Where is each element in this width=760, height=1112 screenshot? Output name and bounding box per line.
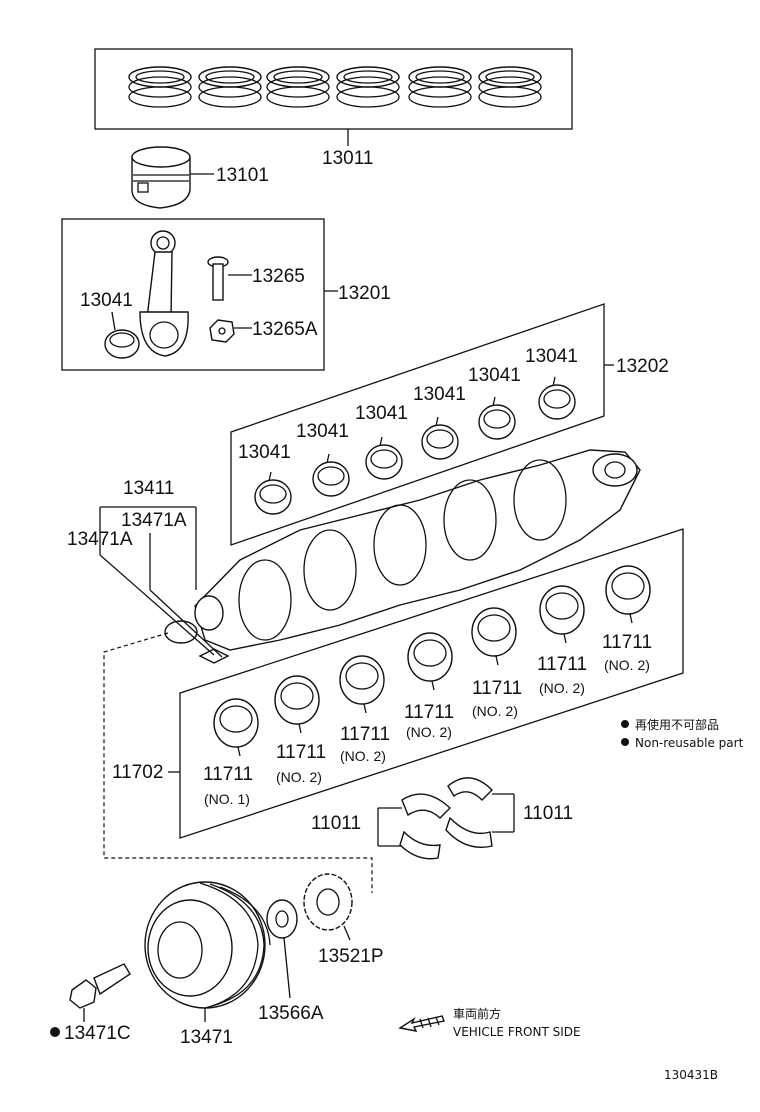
label-13041-set-6[interactable]: 13041 <box>525 346 578 367</box>
rod-bearing-6[interactable] <box>538 376 576 420</box>
legend-jp: 再使用不可部品 <box>635 717 719 732</box>
main-bearing-2[interactable] <box>274 675 320 734</box>
label-no2-f: (NO. 2) <box>604 657 650 673</box>
label-13265[interactable]: 13265 <box>252 266 305 287</box>
rod-bearing-5[interactable] <box>478 396 516 440</box>
rod-bolt[interactable] <box>207 256 252 301</box>
label-13041-set-3[interactable]: 13041 <box>355 403 408 424</box>
label-11711-2[interactable]: 11711 <box>276 742 326 763</box>
label-no1: (NO. 1) <box>204 791 250 807</box>
label-13471[interactable]: 13471 <box>180 1027 233 1048</box>
piston-ring-1 <box>128 66 192 108</box>
crankshaft[interactable] <box>164 449 641 664</box>
diagram-id: 130431B <box>664 1068 718 1082</box>
label-13041-set-5[interactable]: 13041 <box>468 365 521 386</box>
dashed-leader <box>103 632 373 893</box>
label-no2-d: (NO. 2) <box>472 703 518 719</box>
rod-bearing-2[interactable] <box>312 453 350 497</box>
label-13041-set-4[interactable]: 13041 <box>413 384 466 405</box>
main-bearing-6[interactable] <box>539 585 585 644</box>
label-13202[interactable]: 13202 <box>616 356 669 377</box>
main-bearing-4[interactable] <box>407 632 453 691</box>
rod-bearing-1[interactable] <box>254 471 292 515</box>
label-no2-a: (NO. 2) <box>276 769 322 785</box>
label-13521P[interactable]: 13521P <box>318 946 384 967</box>
label-13411[interactable]: 13411 <box>123 478 174 499</box>
vehicle-front-arrow-icon <box>398 1015 445 1032</box>
label-11702[interactable]: 11702 <box>112 762 163 783</box>
piston-ring-set[interactable] <box>94 48 573 146</box>
connecting-rod-box <box>61 218 338 371</box>
label-no2-c: (NO. 2) <box>406 724 452 740</box>
legend-en: Non-reusable part <box>635 736 744 750</box>
main-bearing-3[interactable] <box>339 655 385 714</box>
label-13041-set-2[interactable]: 13041 <box>296 421 349 442</box>
piston-ring-5 <box>408 66 472 108</box>
thrust-washer-left[interactable] <box>377 793 452 860</box>
label-13471A-upper[interactable]: 13471A <box>121 510 187 531</box>
label-13566A[interactable]: 13566A <box>258 1003 324 1024</box>
rod-nut[interactable] <box>209 319 252 343</box>
piston[interactable] <box>131 146 214 209</box>
piston-ring-4 <box>336 66 400 108</box>
legend: 再使用不可部品 Non-reusable part <box>621 717 744 750</box>
pulley-bolt[interactable] <box>69 963 131 1022</box>
label-11711-7[interactable]: 11711 <box>602 632 652 653</box>
label-13041-set-1[interactable]: 13041 <box>238 442 291 463</box>
label-11711-6[interactable]: 11711 <box>537 654 587 675</box>
connecting-rod[interactable] <box>139 230 189 357</box>
label-13265A[interactable]: 13265A <box>252 319 318 340</box>
label-13471C[interactable]: 13471C <box>64 1023 131 1044</box>
non-reusable-dot-icon <box>50 1027 60 1037</box>
label-13041-rod[interactable]: 13041 <box>80 290 133 311</box>
leader-13411 <box>99 506 223 658</box>
washer[interactable] <box>266 899 298 999</box>
label-no2-e: (NO. 2) <box>539 680 585 696</box>
timing-gear[interactable] <box>303 873 353 941</box>
piston-ring-6 <box>478 66 542 108</box>
label-13201[interactable]: 13201 <box>338 283 391 304</box>
rod-bearing-set-panel <box>230 303 614 546</box>
label-no2-b: (NO. 2) <box>340 748 386 764</box>
label-11711-5[interactable]: 11711 <box>472 678 522 699</box>
main-bearing-5[interactable] <box>471 607 517 666</box>
label-13011[interactable]: 13011 <box>322 148 373 169</box>
rod-bearing-3[interactable] <box>365 436 403 480</box>
direction-en: VEHICLE FRONT SIDE <box>453 1025 581 1039</box>
label-11011-left[interactable]: 11011 <box>311 813 361 834</box>
label-11011-right[interactable]: 11011 <box>523 803 573 824</box>
non-reusable-dot-icon <box>621 738 629 746</box>
main-bearing-1[interactable] <box>213 698 259 757</box>
thrust-washer-right[interactable] <box>445 777 515 848</box>
main-bearing-7[interactable] <box>605 565 651 624</box>
rod-bearing-4[interactable] <box>421 416 459 460</box>
label-11711-4[interactable]: 11711 <box>404 702 454 723</box>
rod-bearing[interactable] <box>104 311 140 359</box>
main-bearing-set-panel <box>168 528 684 839</box>
direction-jp: 車両前方 <box>453 1006 501 1021</box>
piston-ring-2 <box>198 66 262 108</box>
label-11711-3[interactable]: 11711 <box>340 724 390 745</box>
label-11711-1[interactable]: 11711 <box>203 764 253 785</box>
non-reusable-dot-icon <box>621 720 629 728</box>
crankshaft-pulley[interactable] <box>144 881 271 1022</box>
label-13101[interactable]: 13101 <box>216 165 269 186</box>
piston-ring-3 <box>266 66 330 108</box>
